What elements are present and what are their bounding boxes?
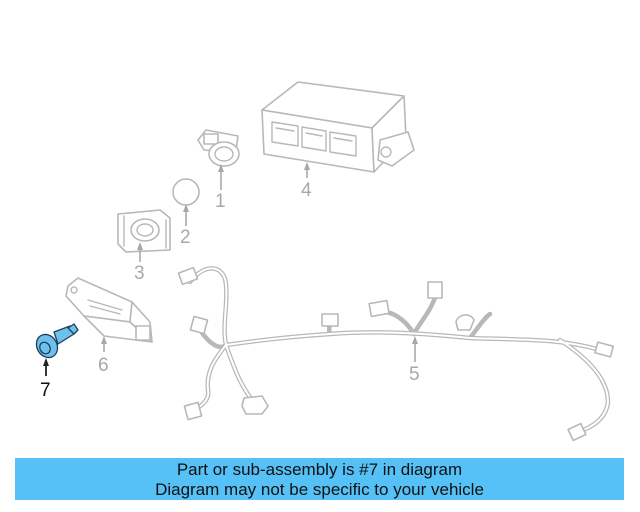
callout-4: 4 [301,180,312,201]
info-banner: Part or sub-assembly is #7 in diagram Di… [15,458,624,500]
part-5-wiring-harness[interactable] [177,266,615,442]
callout-3: 3 [134,263,145,284]
callout-6: 6 [98,355,109,376]
part-2-cap[interactable] [172,178,200,206]
part-3-bracket[interactable] [117,209,171,253]
banner-line-2: Diagram may not be specific to your vehi… [155,480,484,499]
callout-leaders [43,162,418,376]
part-6-module[interactable] [65,277,153,343]
part-1-sensor[interactable] [197,129,240,167]
callout-7: 7 [40,380,51,401]
part-7-bolt[interactable] [32,323,79,361]
banner-line-1: Part or sub-assembly is #7 in diagram [176,460,463,479]
callout-5: 5 [409,364,420,385]
callout-1: 1 [215,191,226,212]
part-4-control-module[interactable] [261,81,415,173]
callout-2: 2 [180,227,191,248]
